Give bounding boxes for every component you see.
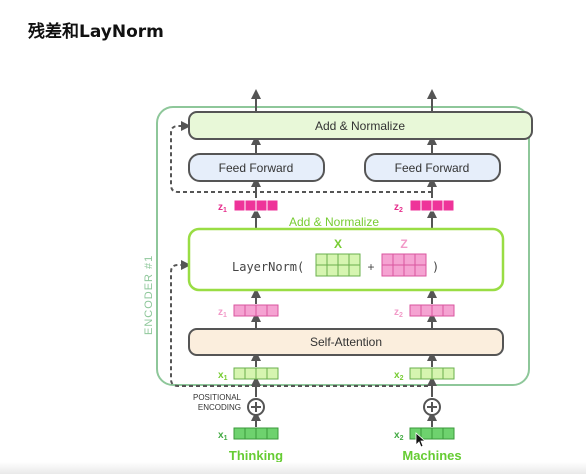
- z2-top-label: z2: [394, 202, 403, 214]
- z2-top-vector: z2: [394, 199, 455, 214]
- positional-encoding-line2: ENCODING: [198, 403, 241, 412]
- x1-mid-vector: x1: [218, 367, 279, 382]
- add-normalize-top-box: [188, 111, 533, 140]
- z1-mid-label: z1: [218, 307, 227, 319]
- positional-encoding-line1: POSITIONAL: [193, 393, 242, 402]
- layernorm-z-matrix: [381, 253, 427, 277]
- residual-lower: [170, 265, 432, 387]
- x2-bottom-vector: x2: [394, 427, 455, 442]
- feed-forward-left-label: Feed Forward: [219, 161, 294, 175]
- self-attention-box: [188, 328, 504, 356]
- word-thinking: Thinking: [229, 448, 283, 463]
- bottom-shade: [0, 462, 586, 474]
- layernorm-suffix: ): [432, 260, 439, 274]
- encoder-label: ENCODER #1: [143, 255, 155, 335]
- word-machines: Machines: [402, 448, 461, 463]
- layernorm-x-matrix: [315, 253, 361, 277]
- positional-add-left-icon: [247, 398, 265, 416]
- layernorm-z-label: Z: [400, 237, 407, 251]
- feed-forward-right-box: [364, 153, 501, 182]
- x2-bottom-label: x2: [394, 430, 404, 442]
- z1-mid-vector: z1: [218, 304, 279, 319]
- layernorm-plus: +: [367, 260, 374, 274]
- feed-forward-left-box: [188, 153, 325, 182]
- z2-mid-label: z2: [394, 307, 403, 319]
- feed-forward-right-label: Feed Forward: [395, 161, 470, 175]
- slide-title: 残差和LayNorm: [28, 22, 164, 42]
- add-normalize-top-label: Add & Normalize: [315, 119, 405, 133]
- x1-mid-label: x1: [218, 370, 228, 382]
- residual-connections: [170, 121, 432, 387]
- add-normalize-mid-label: Add & Normalize: [289, 215, 379, 229]
- mouse-cursor-icon: [415, 432, 427, 448]
- positional-add-right-icon: [423, 398, 441, 416]
- z2-mid-vector: z2: [394, 304, 455, 319]
- x1-bottom-label: x1: [218, 430, 228, 442]
- x1-bottom-vector: x1: [218, 427, 279, 442]
- residual-upper: [170, 121, 432, 193]
- x2-mid-label: x2: [394, 370, 404, 382]
- z1-top-vector: z1: [218, 199, 279, 214]
- self-attention-label: Self-Attention: [310, 335, 382, 349]
- x2-mid-vector: x2: [394, 367, 455, 382]
- layernorm-x-label: X: [334, 237, 342, 251]
- layernorm-prefix: LayerNorm(: [232, 260, 304, 274]
- z1-top-label: z1: [218, 202, 227, 214]
- flow-arrows: [251, 89, 437, 427]
